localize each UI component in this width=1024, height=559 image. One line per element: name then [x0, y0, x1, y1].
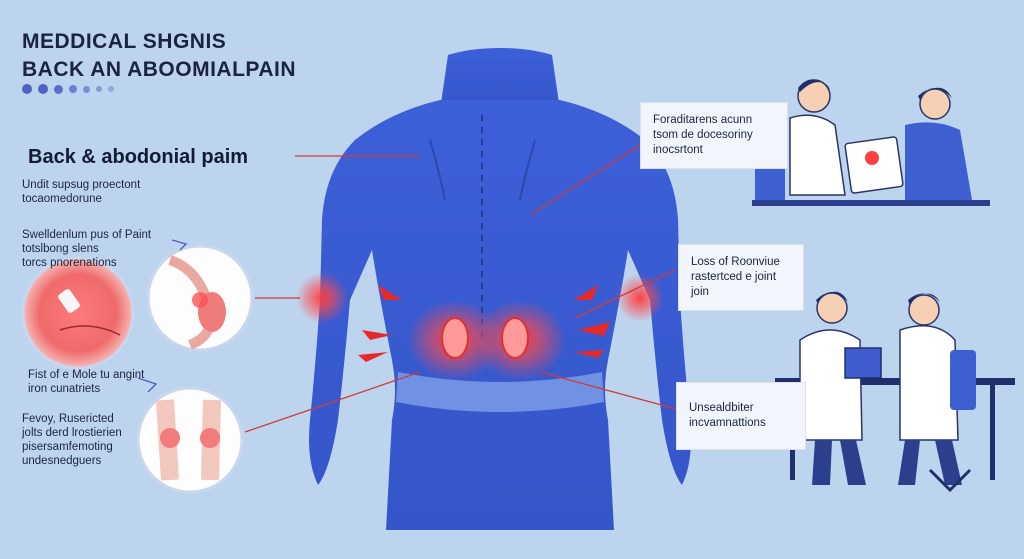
doctor-patient-consult-icon: [752, 79, 990, 206]
page-title-line-2: BACK AN ABOOMIALPAIN: [22, 58, 297, 81]
intro-line-2: tocaomedorune: [22, 193, 102, 205]
skin-inflammation-icon: [21, 256, 135, 370]
dot-icon: [96, 86, 102, 92]
left-label-3: Fevoy, Rusericted jolts derd lrostierien…: [22, 412, 122, 468]
left-label-3-line: pisersamfemoting: [22, 441, 113, 453]
dot-icon: [69, 85, 77, 93]
pain-arrows: [358, 285, 610, 362]
info-box-2-line: Loss of Roonviue: [691, 256, 780, 268]
section-heading: Back & abodonial paim: [28, 146, 249, 168]
info-box-1: Foraditarens acunn tsom de docesoriny in…: [640, 102, 788, 169]
info-box-3-line: incvamnattions: [689, 417, 766, 429]
knee-joint-icon: [136, 386, 244, 494]
info-box-3: Unsealdbiter incvamnattions: [676, 382, 806, 450]
left-label-1: Swelldenlum pus of Paint totslbong slens…: [22, 228, 151, 270]
connector-lines: [244, 144, 681, 433]
pointer-arrow-icon: [171, 239, 188, 251]
info-box-3-line: Unsealdbiter: [689, 402, 754, 414]
left-label-1-line: totslbong slens: [22, 243, 99, 255]
left-label-1-line: torcs pnorenations: [22, 257, 117, 269]
dot-icon: [108, 86, 114, 92]
page-title-line-1: MEDDICAL SHGNIS: [22, 30, 227, 53]
intro-text: Undit supsug proectont tocaomedorune: [22, 178, 140, 206]
info-box-2: Loss of Roonviue rastertced e joint join: [678, 244, 804, 311]
pointer-arrow-icon: [137, 377, 158, 393]
doctors-laptop-icon: [775, 291, 1015, 493]
dot-icon: [22, 84, 32, 94]
left-label-3-line: Fevoy, Rusericted: [22, 413, 114, 425]
left-label-2-line: Fist of e Mole tu angint: [28, 369, 145, 381]
left-label-1-line: Swelldenlum pus of Paint: [22, 229, 152, 241]
info-box-1-line: inocsrtont: [653, 144, 703, 156]
decorative-dots: [22, 84, 114, 94]
info-box-1-line: tsom de docesoriny: [653, 129, 753, 141]
left-label-2-line: iron cunatriets: [28, 383, 101, 395]
left-label-3-line: jolts derd lrostierien: [22, 427, 122, 439]
dot-icon: [54, 84, 63, 94]
dot-icon: [38, 84, 48, 94]
intro-line-1: Undit supsug proectont: [22, 179, 141, 191]
info-box-1-line: Foraditarens acunn: [653, 114, 753, 126]
left-label-3-line: undesnedguers: [22, 455, 102, 467]
pain-glows: [296, 272, 664, 380]
left-label-2: Fist of e Mole tu angint iron cunatriets: [28, 368, 144, 396]
kidney-icon: [146, 244, 254, 352]
info-box-2-line: join: [691, 286, 709, 298]
info-box-2-line: rastertced e joint: [691, 271, 777, 283]
dot-icon: [83, 85, 90, 93]
